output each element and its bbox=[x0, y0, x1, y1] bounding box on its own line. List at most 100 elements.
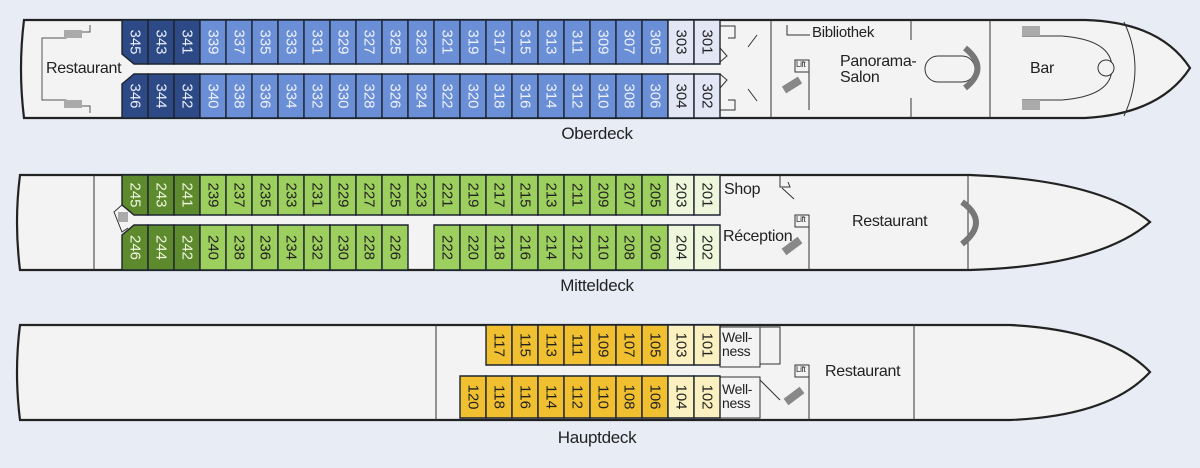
cabin-245[interactable] bbox=[121, 174, 149, 216]
cabin-number: 110 bbox=[595, 385, 612, 409]
cabin-number: 117 bbox=[491, 333, 508, 357]
stairs-icon bbox=[64, 30, 82, 38]
cabin-202[interactable] bbox=[693, 224, 721, 271]
cabin-number: 111 bbox=[569, 334, 586, 357]
cabin-number: 243 bbox=[153, 182, 170, 207]
bar-label: Bar bbox=[1030, 60, 1054, 77]
cabin-number: 105 bbox=[647, 332, 664, 357]
spiral-stairs-icon bbox=[960, 199, 979, 247]
cabin-number: 211 bbox=[569, 183, 586, 207]
cabin-number: 328 bbox=[361, 83, 378, 108]
cabin-number: 207 bbox=[621, 182, 638, 207]
cabin-number: 301 bbox=[699, 29, 716, 54]
cabin-number: 209 bbox=[595, 182, 612, 207]
cabin-101[interactable] bbox=[693, 324, 721, 366]
cabin-345[interactable] bbox=[121, 19, 149, 65]
cabin-number: 204 bbox=[673, 235, 690, 260]
cabin-number: 116 bbox=[517, 385, 534, 409]
cabin-number: 218 bbox=[491, 235, 508, 260]
cabin-number: 306 bbox=[647, 83, 664, 108]
cabin-number: 112 bbox=[569, 385, 586, 409]
cabin-number: 315 bbox=[517, 29, 534, 54]
cabin-number: 244 bbox=[153, 235, 170, 260]
cabin-number: 340 bbox=[205, 83, 222, 108]
cabin-number: 345 bbox=[127, 29, 144, 54]
cabin-number: 309 bbox=[595, 29, 612, 54]
cabin-number: 317 bbox=[491, 29, 508, 54]
wellness-top-label-2: ness bbox=[722, 343, 751, 359]
cabin-number: 232 bbox=[309, 235, 326, 260]
bibliothek-label: Bibliothek bbox=[812, 24, 875, 41]
stairs-icon bbox=[1022, 26, 1040, 36]
cabin-number: 215 bbox=[517, 182, 534, 207]
cabin-number: 335 bbox=[257, 29, 274, 54]
cabin-102[interactable] bbox=[693, 375, 721, 419]
cabin-number: 342 bbox=[179, 83, 196, 108]
cabin-number: 219 bbox=[465, 182, 482, 207]
cabin-number: 314 bbox=[543, 83, 560, 108]
cabin-number: 245 bbox=[127, 182, 144, 207]
cabin-number: 206 bbox=[647, 235, 664, 260]
cabin-302[interactable] bbox=[693, 73, 721, 119]
cabin-number: 341 bbox=[179, 29, 196, 54]
cabin-number: 102 bbox=[699, 384, 716, 409]
cabin-number: 303 bbox=[673, 29, 690, 54]
hauptdeck-title: Hauptdeck bbox=[557, 428, 637, 447]
cabin-number: 322 bbox=[439, 83, 456, 108]
cabin-number: 216 bbox=[517, 235, 534, 260]
stairs-icon bbox=[118, 212, 128, 222]
cabin-number: 115 bbox=[517, 333, 534, 357]
cabin-number: 223 bbox=[413, 182, 430, 207]
stairs-icon bbox=[781, 236, 803, 256]
cabin-number: 336 bbox=[257, 83, 274, 108]
cabin-number: 226 bbox=[387, 235, 404, 260]
cabin-number: 346 bbox=[127, 83, 144, 108]
cabin-number: 324 bbox=[413, 83, 430, 108]
cabin-number: 208 bbox=[621, 235, 638, 260]
mitteldeck-title: Mitteldeck bbox=[560, 276, 634, 295]
cabin-number: 230 bbox=[335, 235, 352, 260]
cabin-number: 213 bbox=[543, 182, 560, 207]
cabin-number: 307 bbox=[621, 29, 638, 54]
cabin-number: 331 bbox=[309, 29, 326, 54]
cabin-number: 109 bbox=[595, 332, 612, 357]
stairs-icon bbox=[1022, 100, 1040, 110]
cabin-number: 222 bbox=[439, 235, 456, 260]
cabin-number: 238 bbox=[231, 235, 248, 260]
cabin-number: 234 bbox=[283, 235, 300, 260]
cabin-number: 312 bbox=[569, 83, 586, 108]
cabin-226[interactable] bbox=[381, 224, 409, 271]
cabin-number: 339 bbox=[205, 29, 222, 54]
cabin-number: 329 bbox=[335, 29, 352, 54]
cabin-number: 212 bbox=[569, 235, 586, 260]
cabin-number: 108 bbox=[621, 384, 638, 409]
cabin-number: 235 bbox=[257, 182, 274, 207]
cabin-301[interactable] bbox=[693, 19, 721, 65]
cabin-246[interactable] bbox=[121, 224, 149, 271]
cabin-number: 220 bbox=[465, 235, 482, 260]
hauptdeck-restaurant-label: Restaurant bbox=[825, 363, 901, 380]
cabin-number: 308 bbox=[621, 83, 638, 108]
cabin-number: 237 bbox=[231, 182, 248, 207]
lift-label: Lift bbox=[796, 215, 806, 224]
cabin-number: 104 bbox=[673, 384, 690, 409]
cabin-number: 240 bbox=[205, 235, 222, 260]
cabin-201[interactable] bbox=[693, 174, 721, 216]
cabin-number: 205 bbox=[647, 182, 664, 207]
cabin-number: 338 bbox=[231, 83, 248, 108]
cabin-number: 214 bbox=[543, 235, 560, 260]
wellness-top-label-1: Well- bbox=[722, 329, 753, 345]
cabin-number: 327 bbox=[361, 29, 378, 54]
shop-label: Shop bbox=[724, 181, 761, 198]
cabin-number: 241 bbox=[179, 182, 196, 207]
cabin-number: 321 bbox=[439, 29, 456, 54]
cabin-number: 332 bbox=[309, 83, 326, 108]
cabin-number: 221 bbox=[439, 182, 456, 207]
cabin-number: 343 bbox=[153, 29, 170, 54]
mitteldeck-restaurant-label: Restaurant bbox=[852, 213, 928, 230]
cabin-number: 323 bbox=[413, 29, 430, 54]
cabin-346[interactable] bbox=[121, 73, 149, 119]
cabin-number: 217 bbox=[491, 182, 508, 207]
